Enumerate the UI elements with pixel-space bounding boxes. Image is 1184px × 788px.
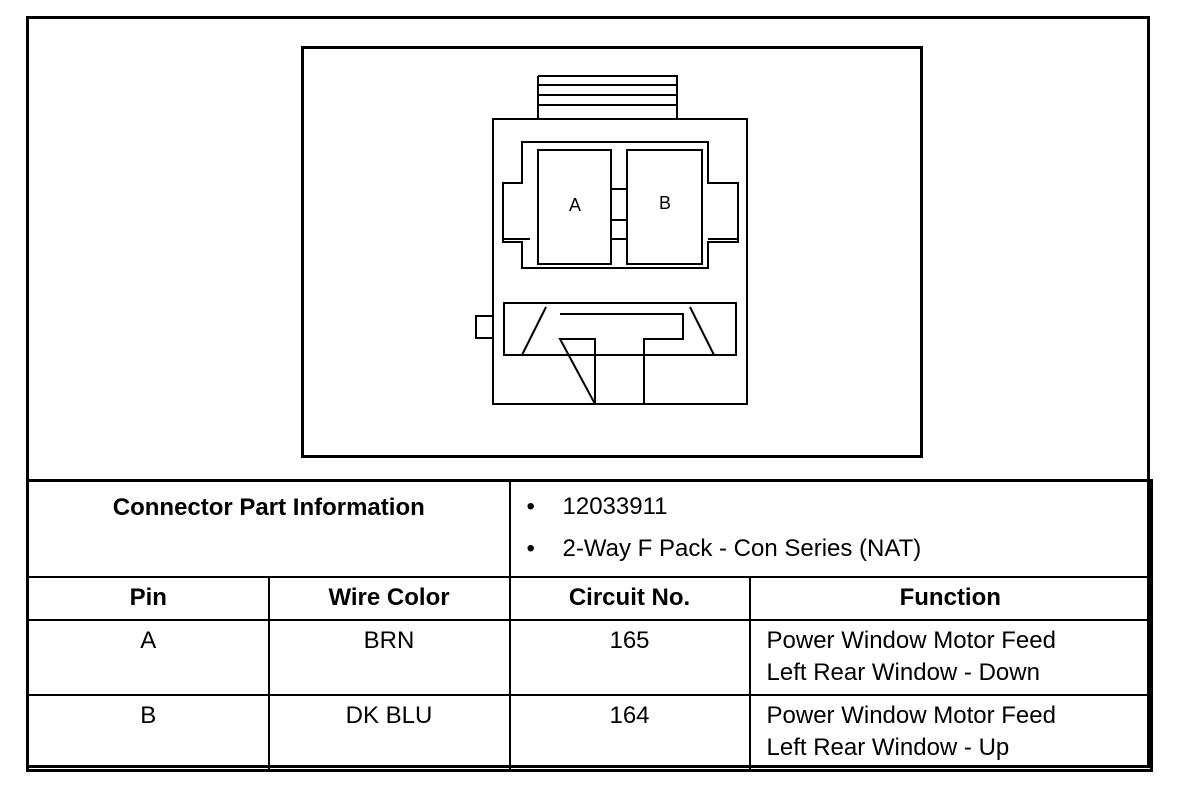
connector-diagram: A B: [301, 46, 923, 458]
cavity-a: [537, 149, 612, 265]
connector-side-tab: [475, 315, 494, 339]
header-pin: Pin: [26, 576, 270, 621]
bullet-icon: •: [526, 535, 535, 562]
table-row: A BRN 165 Power Window Motor Feed Left R…: [26, 619, 1154, 696]
part-number: 12033911: [562, 493, 668, 520]
connector-lower-channel: [503, 302, 737, 356]
header-function: Function: [748, 576, 1154, 621]
function-cell: Power Window Motor Feed Left Rear Window…: [748, 619, 1154, 696]
cavity-bridge: [611, 188, 627, 240]
header-wire-color: Wire Color: [267, 576, 511, 621]
function-line-2: Left Rear Window - Down: [766, 659, 1040, 686]
connector-body: [492, 118, 748, 405]
list-item: • 12033911: [527, 492, 1151, 534]
pin-table-header-row: Pin Wire Color Circuit No. Function: [26, 576, 1154, 621]
pin-cell: A: [26, 619, 270, 696]
cavity-b: [626, 149, 703, 265]
connector-upper-recess: [502, 141, 739, 269]
pin-cell: B: [26, 694, 270, 772]
connector-info-table: Connector Part Information • 12033911 • 2-…: [25, 479, 1154, 772]
function-line-1: Power Window Motor Feed: [766, 702, 1056, 729]
cavity-label-a: A: [569, 195, 581, 215]
function-line-1: Power Window Motor Feed: [766, 627, 1056, 654]
connector-t-key: [558, 313, 684, 405]
connector-part-info-label: Connector Part Information: [25, 479, 511, 578]
table-row: B DK BLU 164 Power Window Motor Feed Lef…: [26, 694, 1154, 772]
circuit-no-cell: 165: [508, 619, 751, 696]
circuit-no-cell: 164: [508, 694, 751, 772]
function-line-2: Left Rear Window - Up: [766, 734, 1010, 761]
connector-part-info-list: • 12033911 • 2-Way F Pack - Con Series (NA…: [508, 479, 1154, 578]
connector-description: 2-Way F Pack - Con Series (NAT): [562, 535, 922, 562]
connector-part-info-row: Connector Part Information • 12033911 • 2-…: [25, 479, 1154, 578]
wire-color-cell: DK BLU: [267, 694, 511, 772]
bullet-icon: •: [526, 493, 535, 520]
connector-face-drawing: A B: [475, 75, 748, 405]
list-item: • 2-Way F Pack - Con Series (NAT): [527, 534, 1151, 576]
function-cell: Power Window Motor Feed Left Rear Window…: [748, 694, 1154, 772]
wire-color-cell: BRN: [267, 619, 511, 696]
cavity-label-b: B: [659, 193, 671, 213]
header-circuit-no: Circuit No.: [508, 576, 751, 621]
connector-top-latch: [537, 75, 678, 119]
